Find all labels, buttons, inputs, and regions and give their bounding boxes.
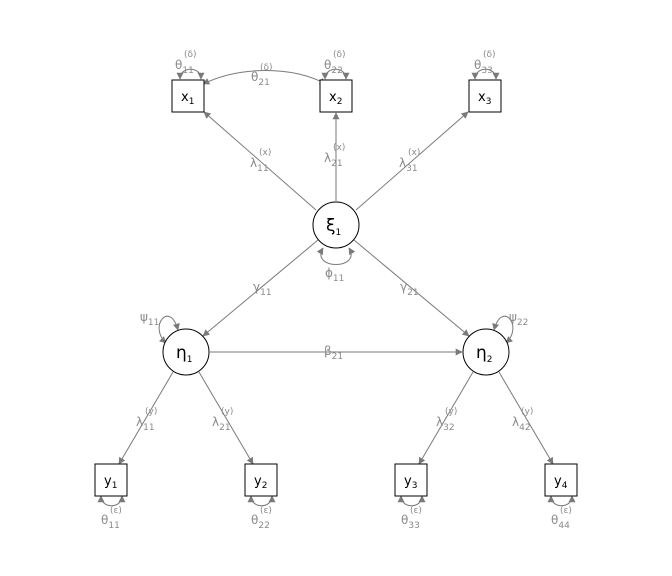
label-lambda31-x-sup: (x) <box>408 148 420 158</box>
node-y4: y4 <box>544 463 578 497</box>
label-theta33-eps-sup: (ε) <box>410 506 422 516</box>
label-beta21: β21 <box>324 344 343 362</box>
label-lambda42-y-sup: (y) <box>521 407 533 417</box>
label-lambda42-y: λ42 <box>512 415 531 433</box>
edge-xi1-eta2 <box>353 239 470 337</box>
edge-cov-x1-x2 <box>202 70 327 85</box>
svg-text:y4: y4 <box>554 474 568 491</box>
node-y3: y3 <box>394 463 428 497</box>
label-lambda21-y: λ21 <box>212 415 231 433</box>
label-lambda21-x: λ21 <box>324 151 343 169</box>
node-eta1: η1 <box>162 328 210 376</box>
label-theta33-eps: θ33 <box>401 513 420 531</box>
loop-x2 <box>321 68 350 80</box>
label-gamma11: γ11 <box>253 280 272 298</box>
label-theta21-delta: θ21 <box>251 70 270 88</box>
loop-y3 <box>397 495 426 507</box>
label-lambda31-x: λ31 <box>399 156 418 174</box>
loop-eta1 <box>158 315 180 344</box>
edge-xi1-x3 <box>355 111 469 211</box>
node-x1: x1 <box>171 79 205 113</box>
edges <box>97 68 576 507</box>
loop-x3 <box>471 68 500 80</box>
svg-text:η1: η1 <box>176 343 193 365</box>
edge-xi1-x1 <box>203 111 317 211</box>
node-xi1: ξ1 <box>312 201 360 249</box>
label-gamma21: γ21 <box>400 280 419 298</box>
label-theta11-eps: θ11 <box>101 513 120 531</box>
label-theta33-delta-sup: (δ) <box>483 50 496 60</box>
node-x2: x2 <box>319 79 353 113</box>
edge-eta2-y3 <box>418 371 474 465</box>
label-lambda11-x-sup: (x) <box>259 148 271 158</box>
label-theta44-eps-sup: (ε) <box>560 506 572 516</box>
label-theta22-eps: θ22 <box>251 513 270 531</box>
edge-labels: θ11 (δ) θ22 (δ) θ33 (δ) θ21 (δ) λ11 (x) … <box>101 50 572 531</box>
svg-text:x3: x3 <box>478 90 491 107</box>
svg-text:y3: y3 <box>404 474 417 491</box>
node-y2: y2 <box>244 463 278 497</box>
svg-text:y2: y2 <box>254 474 267 491</box>
label-lambda21-x-sup: (x) <box>333 143 345 153</box>
svg-text:x2: x2 <box>329 90 342 107</box>
node-x3: x3 <box>468 79 502 113</box>
label-theta22-delta-sup: (δ) <box>333 50 346 60</box>
edge-xi1-eta1 <box>202 239 319 337</box>
loop-x1 <box>176 68 205 80</box>
svg-text:ξ1: ξ1 <box>326 216 341 238</box>
label-lambda32-y: λ32 <box>436 415 455 433</box>
edge-eta1-y1 <box>118 371 174 465</box>
label-theta11-delta: θ11 <box>175 58 194 76</box>
loop-y2 <box>247 495 276 507</box>
loop-eta2 <box>492 315 514 344</box>
label-lambda32-y-sup: (y) <box>445 407 457 417</box>
label-psi22: ψ22 <box>509 310 528 328</box>
loop-y4 <box>547 495 576 507</box>
svg-text:x1: x1 <box>181 90 194 107</box>
svg-text:y1: y1 <box>104 474 117 491</box>
label-theta21-delta-sup: (δ) <box>260 63 273 73</box>
edge-eta2-y4 <box>498 371 554 465</box>
label-lambda21-y-sup: (y) <box>221 407 233 417</box>
label-theta22-delta: θ22 <box>324 58 343 76</box>
label-theta33-delta: θ33 <box>474 58 493 76</box>
label-psi11: ψ11 <box>140 310 159 328</box>
label-theta22-eps-sup: (ε) <box>260 506 272 516</box>
label-lambda11-y-sup: (y) <box>145 407 157 417</box>
svg-text:η2: η2 <box>476 343 493 365</box>
node-y1: y1 <box>94 463 128 497</box>
label-lambda11-x: λ11 <box>250 156 269 174</box>
edge-eta1-y2 <box>198 371 254 465</box>
label-theta44-eps: θ44 <box>551 513 570 531</box>
label-theta11-eps-sup: (ε) <box>110 506 122 516</box>
loop-y1 <box>97 495 126 507</box>
label-phi11: ϕ11 <box>325 266 344 284</box>
label-lambda11-y: λ11 <box>136 415 155 433</box>
node-eta2: η2 <box>462 328 510 376</box>
loop-xi1 <box>316 247 356 265</box>
label-theta11-delta-sup: (δ) <box>184 50 197 60</box>
